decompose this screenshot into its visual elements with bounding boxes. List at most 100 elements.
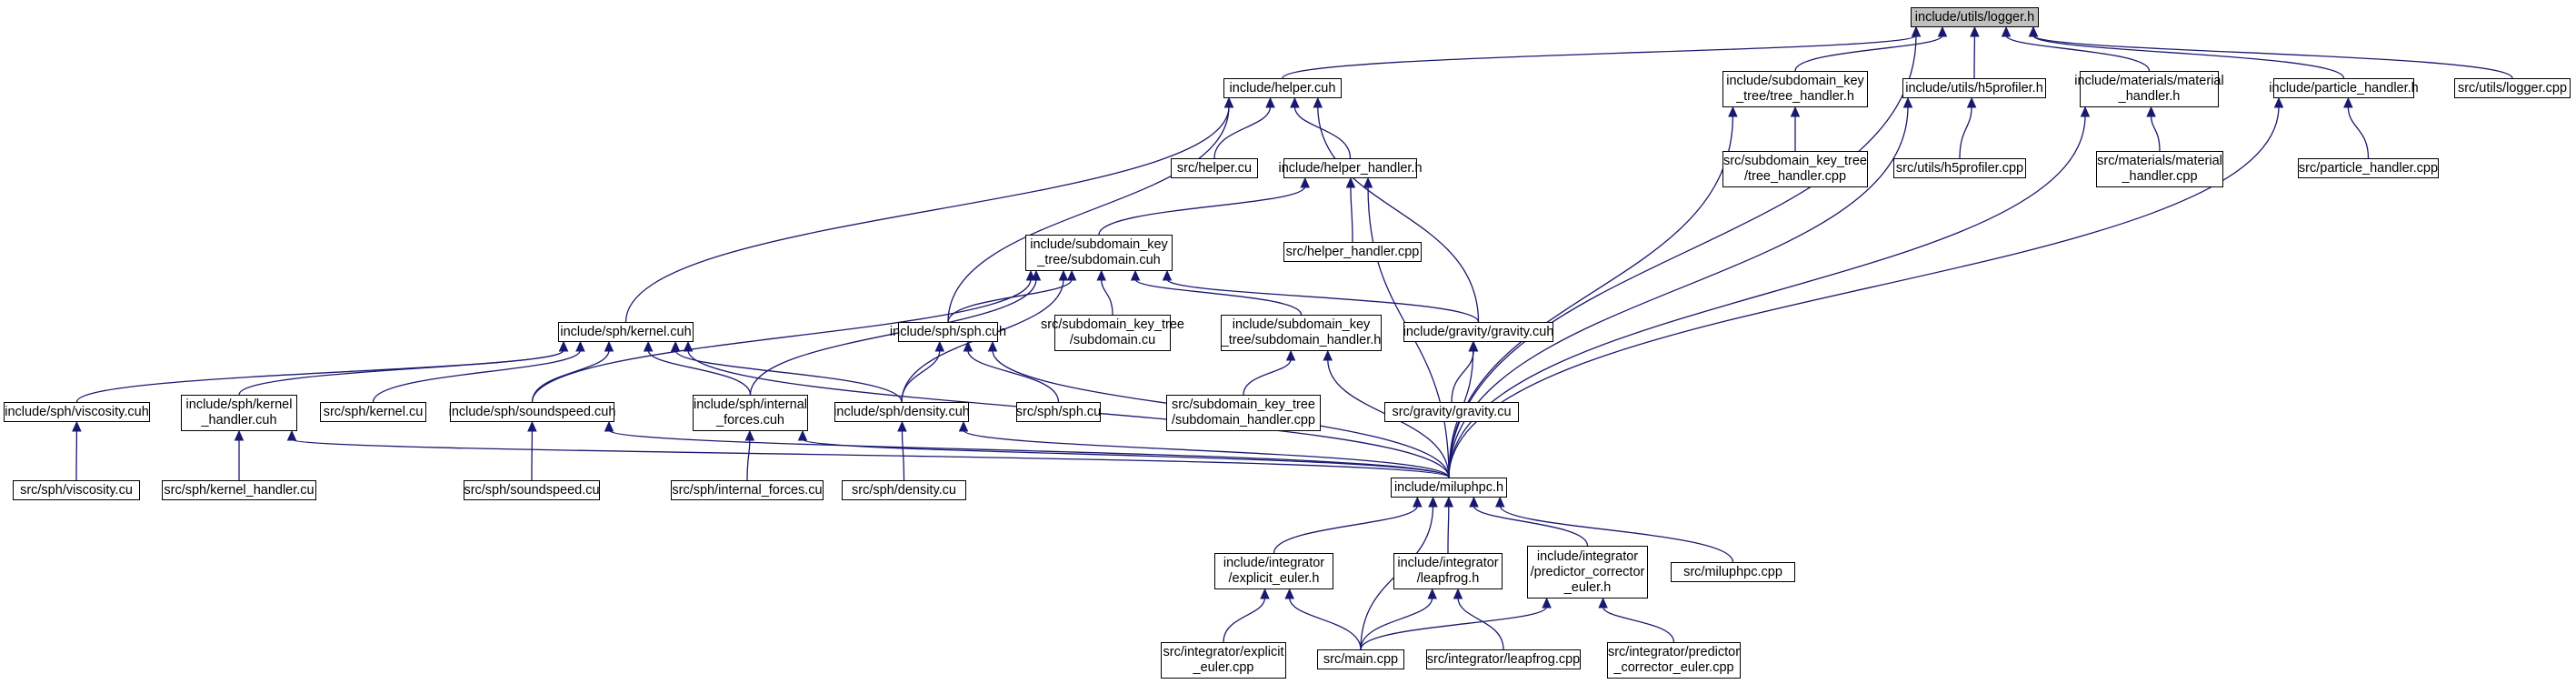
node-label-line: /tree_handler.cpp [1743, 169, 1847, 184]
node-label: include/utils/logger.h [1915, 10, 2034, 25]
edge-subdomain_cuh-to-sph_cuh [947, 278, 1073, 323]
node-miluphpc-h[interactable]: include/miluphpc.h [1391, 478, 1507, 498]
node-label-line: src/integrator/explicit [1163, 645, 1284, 659]
node-subdomain-handler-cpp[interactable]: src/subdomain_key_tree/subdomain_handler… [1166, 395, 1321, 431]
edge-arrowhead [2343, 96, 2353, 108]
edge-logger_h-to-helper_cuh [1282, 35, 1917, 79]
node-label-line: /predictor_corrector [1530, 564, 1645, 579]
edge-arrowhead [958, 420, 969, 432]
edge-arrowhead [575, 340, 585, 352]
node-helper-handler-cpp[interactable]: src/helper_handler.cpp [1283, 242, 1422, 262]
edge-arrowhead [934, 340, 945, 352]
node-kernel-cuh[interactable]: include/sph/kernel.cuh [558, 322, 694, 342]
node-viscosity-cu[interactable]: src/sph/viscosity.cu [13, 480, 140, 500]
node-label-line: include/sph/viscosity.cuh [5, 404, 149, 419]
node-label: src/utils/h5profiler.cpp [1896, 161, 2023, 176]
node-predictor-corrector-cpp[interactable]: src/integrator/predictor_corrector_euler… [1607, 642, 1741, 679]
node-helper-handler-h[interactable]: include/helper_handler.h [1279, 158, 1423, 178]
node-helper-cuh[interactable]: include/helper.cuh [1223, 78, 1342, 98]
node-internal-forces-cuh[interactable]: include/sph/internal_forces.cuh [693, 395, 808, 431]
edge-miluphpc_h-to-miluphpc_cpp [1499, 505, 1734, 563]
node-label: src/subdomain_key_tree/tree_handler.cpp [1723, 154, 1867, 185]
node-leapfrog-h[interactable]: include/integrator/leapfrog.h [1393, 553, 1503, 589]
node-label-line: _corrector_euler.cpp [1613, 660, 1734, 675]
node-label: include/materials/material_handler.h [2074, 74, 2223, 105]
node-label: include/miluphpc.h [1394, 480, 1503, 496]
node-soundspeed-cu[interactable]: src/sph/soundspeed.cu [464, 480, 600, 500]
edge-leapfrog_h-to-main_cpp [1360, 597, 1433, 650]
node-subdomain-cuh[interactable]: include/subdomain_key_tree/subdomain.cuh [1025, 235, 1173, 271]
edge-arrowhead [987, 340, 998, 352]
node-label-line: include/helper_handler.h [1278, 160, 1423, 176]
node-viscosity-cuh[interactable]: include/sph/viscosity.cuh [4, 402, 150, 422]
node-particle-handler-h[interactable]: include/particle_handler.h [2269, 78, 2419, 98]
edge-arrowhead [286, 429, 297, 441]
node-label-line: include/subdomain_key [1232, 317, 1371, 332]
edge-arrowhead [1542, 597, 1552, 609]
node-label: src/sph/kernel_handler.cu [164, 483, 314, 498]
node-explicit-euler-cpp[interactable]: src/integrator/explicit_euler.cpp [1161, 642, 1286, 679]
node-label-line: /leapfrog.h [1416, 571, 1480, 586]
edge-soundspeed_cuh-to-miluphpc_h [608, 429, 1450, 478]
node-predictor-corrector-h[interactable]: include/integrator/predictor_corrector_e… [1527, 546, 1648, 598]
edge-subdomain_cuh-to-subdomain_handler_h [1134, 278, 1303, 316]
edge-arrowhead [558, 340, 569, 352]
node-explicit-euler-h[interactable]: include/integrator/explicit_euler.h [1214, 553, 1333, 589]
node-label-line: src/sph/kernel_handler.cu [164, 482, 315, 498]
edge-helper_handler_h-to-helper_handler_cpp [1350, 186, 1353, 243]
node-h5profiler-cpp[interactable]: src/utils/h5profiler.cpp [1893, 158, 2026, 178]
node-h5profiler-h[interactable]: include/utils/h5profiler.h [1902, 78, 2046, 98]
node-tree-handler-h[interactable]: include/subdomain_key_tree/tree_handler.… [1722, 71, 1868, 107]
edge-predictor_corrector_h-to-predictor_corrector_cpp [1602, 606, 1675, 643]
node-particle-handler-cpp[interactable]: src/particle_handler.cpp [2298, 158, 2439, 178]
node-helper-cu[interactable]: src/helper.cu [1171, 158, 1258, 178]
edge-density_cuh-to-density_cu [901, 429, 905, 481]
node-material-handler-h[interactable]: include/materials/material_handler.h [2074, 71, 2224, 107]
node-internal-forces-cu[interactable]: src/sph/internal_forces.cu [671, 480, 824, 500]
node-leapfrog-cpp[interactable]: src/integrator/leapfrog.cpp [1426, 649, 1581, 669]
node-soundspeed-cuh[interactable]: include/sph/soundspeed.cuh [449, 402, 615, 422]
node-sph-cuh[interactable]: include/sph/sph.cuh [890, 322, 1006, 342]
node-label-line: src/utils/h5profiler.cpp [1895, 160, 2024, 176]
edge-arrowhead [1031, 269, 1042, 281]
edge-kernel_cuh-to-density_cuh [674, 349, 903, 403]
node-label: src/gravity/gravity.cu [1392, 405, 1511, 420]
edge-particle_handler_h-to-particle_handler_cpp [2347, 106, 2370, 159]
edge-arrowhead [2028, 25, 2039, 37]
node-miluphpc-cpp[interactable]: src/miluphpc.cpp [1671, 562, 1795, 582]
node-subdomain-cu[interactable]: src/subdomain_key_tree/subdomain.cu [1041, 315, 1184, 351]
node-material-handler-cpp[interactable]: src/materials/material_handler.cpp [2096, 151, 2223, 187]
node-label-line: include/sph/density.cuh [834, 404, 970, 419]
node-label-line: _tree/subdomain.cuh [1037, 253, 1161, 267]
node-gravity-cu[interactable]: src/gravity/gravity.cu [1384, 402, 1519, 422]
edge-subdomain_cuh-to-gravity_cuh [1166, 278, 1480, 323]
node-label-line: src/main.cpp [1323, 651, 1399, 667]
node-label: include/utils/h5profiler.h [1905, 81, 2043, 96]
node-label-line: include/integrator [1397, 556, 1499, 570]
node-kernel-cu[interactable]: src/sph/kernel.cu [320, 402, 426, 422]
node-subdomain-handler-h[interactable]: include/subdomain_key_tree/subdomain_han… [1221, 315, 1382, 351]
node-label: src/materials/material_handler.cpp [2097, 154, 2222, 185]
node-density-cuh[interactable]: include/sph/density.cuh [834, 402, 970, 422]
edge-arrowhead [963, 340, 973, 352]
node-kernel-handler-cuh[interactable]: include/sph/kernel_handler.cuh [181, 395, 297, 431]
node-label: include/sph/sph.cuh [890, 325, 1006, 340]
node-gravity-cuh[interactable]: include/gravity/gravity.cuh [1403, 322, 1553, 342]
node-label-line: src/integrator/leapfrog.cpp [1426, 651, 1581, 667]
node-main-cpp[interactable]: src/main.cpp [1317, 649, 1404, 669]
node-label: src/integrator/predictor_corrector_euler… [1608, 645, 1740, 676]
node-label-line: src/subdomain_key_tree [1172, 397, 1315, 412]
node-logger-cpp[interactable]: src/utils/logger.cpp [2454, 78, 2571, 98]
node-kernel-handler-cu[interactable]: src/sph/kernel_handler.cu [162, 480, 316, 500]
edge-arrowhead [797, 429, 808, 441]
edge-subdomain_handler_h-to-subdomain_handler_cpp [1243, 358, 1292, 396]
edge-arrowhead [1598, 597, 1608, 609]
node-tree-handler-cpp[interactable]: src/subdomain_key_tree/tree_handler.cpp [1722, 151, 1868, 187]
node-label-line: _euler.cpp [1193, 660, 1254, 675]
node-label-line: include/sph/internal [694, 397, 807, 412]
edge-arrowhead [1162, 269, 1173, 281]
node-density-cu[interactable]: src/sph/density.cu [842, 480, 966, 500]
node-sph-cu[interactable]: src/sph/sph.cu [1016, 402, 1101, 422]
edge-arrowhead [1469, 496, 1479, 508]
